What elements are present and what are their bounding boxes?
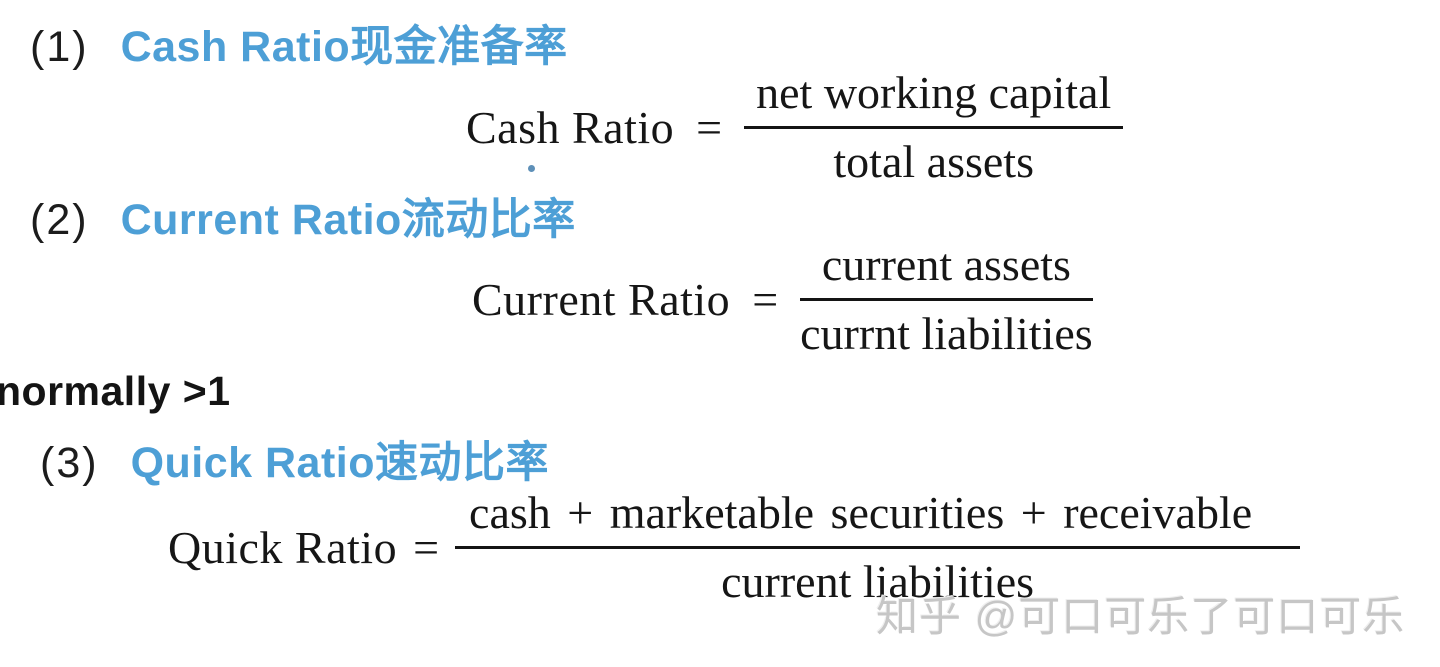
current-ratio-numerator: current assets: [800, 238, 1093, 301]
section-1-index: (1): [30, 23, 89, 71]
cash-ratio-denominator: total assets: [833, 136, 1034, 187]
cash-ratio-numerator: net working capital: [744, 66, 1124, 129]
cash-ratio-formula-lhs: Cash Ratio: [466, 101, 675, 153]
current-ratio-equals-sign: =: [752, 273, 779, 325]
section-3-title: Quick Ratio速动比率: [130, 439, 549, 487]
section-1-heading: (1) Cash Ratio现金准备率: [30, 23, 568, 71]
section-1-title: Cash Ratio现金准备率: [120, 23, 568, 71]
quick-ratio-equals-sign: =: [413, 521, 440, 573]
section-2-heading: (2) Current Ratio流动比率: [30, 196, 576, 244]
cash-ratio-fraction: net working capital total assets: [744, 66, 1124, 188]
current-ratio-formula-lhs: Current Ratio: [472, 273, 731, 325]
quick-ratio-numerator: cash + marketable securities + receivabl…: [455, 486, 1301, 549]
stray-ink-dot: [528, 165, 535, 172]
section-2-title: Current Ratio流动比率: [120, 196, 576, 244]
quick-ratio-denominator: current liabilities: [721, 556, 1035, 607]
section-2-index: (2): [30, 196, 89, 244]
normally-note: normally >1: [0, 368, 231, 414]
current-ratio-denominator: currnt liabilities: [800, 308, 1093, 359]
quick-ratio-fraction: cash + marketable securities + receivabl…: [455, 486, 1301, 608]
cash-ratio-equals-sign: =: [696, 101, 723, 153]
current-ratio-formula: Current Ratio = current assets currnt li…: [472, 238, 1093, 360]
quick-ratio-formula: Quick Ratio = cash + marketable securiti…: [168, 486, 1301, 608]
quick-ratio-formula-lhs: Quick Ratio: [168, 521, 398, 573]
section-3-heading: (3) Quick Ratio速动比率: [40, 439, 549, 487]
current-ratio-fraction: current assets currnt liabilities: [800, 238, 1093, 360]
zhihu-watermark: 知乎 @可口可乐了可口可乐: [876, 593, 1406, 640]
section-3-index: (3): [40, 439, 99, 487]
cash-ratio-formula: Cash Ratio = net working capital total a…: [466, 66, 1124, 188]
